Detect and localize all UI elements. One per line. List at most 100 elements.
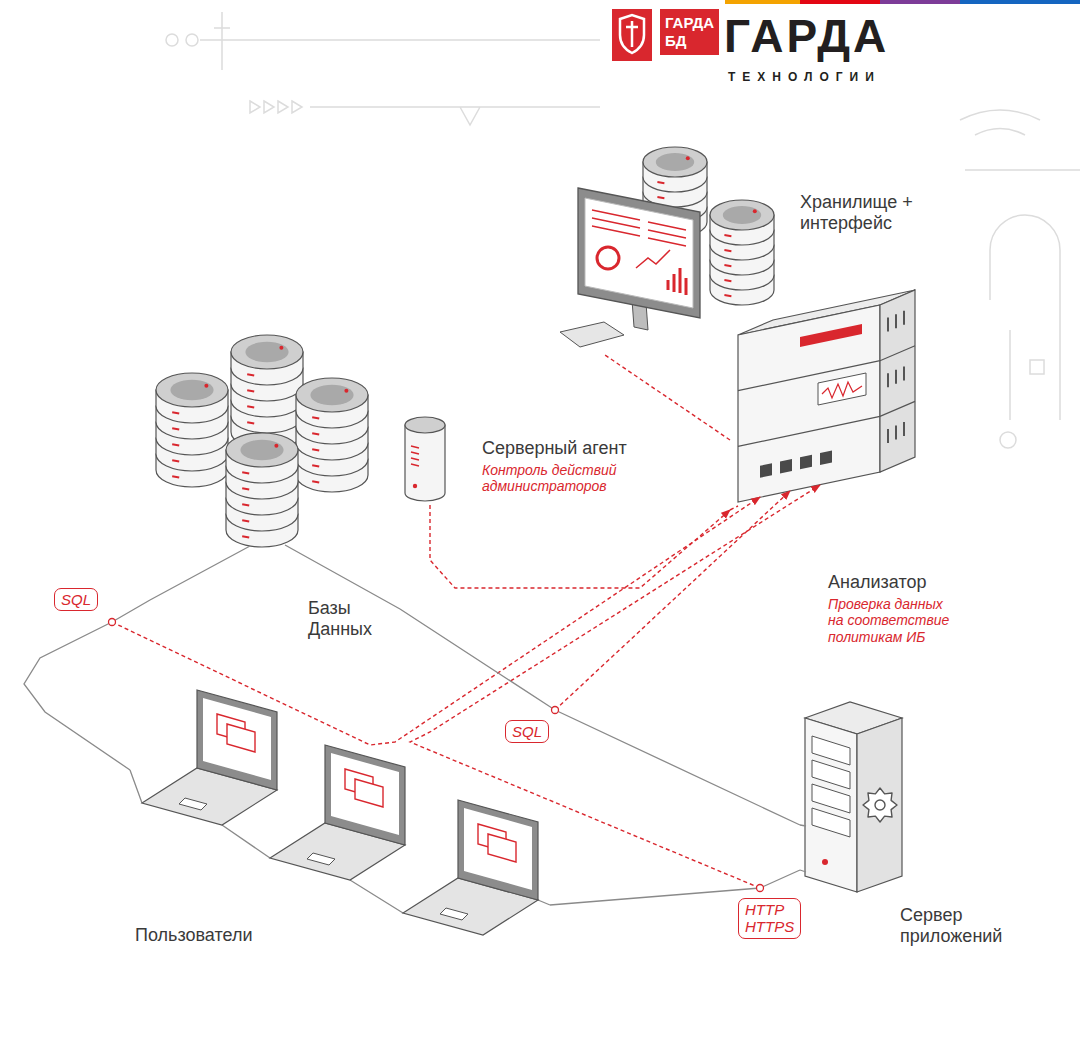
agent-dot [413,484,417,488]
brand-badge: ГАРДА БД [660,9,719,55]
rack-front [738,305,880,502]
tap-point [552,707,559,714]
tower-led [822,859,828,865]
component-block: Серверный агентКонтроль действий админис… [400,410,650,505]
disk-hub [310,385,353,405]
window-icon [488,834,516,862]
decor-line [310,107,600,125]
text-group: Базы Данных [308,598,372,639]
disk-led [247,390,254,391]
disk-top [156,373,228,407]
component-title: Анализатор [828,572,956,593]
rack-vent [895,426,897,440]
network-wire [400,609,800,825]
agent-illustration [405,417,445,501]
disk-led [724,265,731,266]
disk-top [296,378,368,412]
tap-point [757,885,764,892]
disk-top [226,433,298,467]
laptop-screen [464,808,532,890]
component-note: Контроль действий администраторов [482,462,642,496]
laptop-screen [203,698,271,780]
disk-led [724,250,731,251]
disk-hub [170,380,213,400]
agent-top [405,417,445,433]
rack-led-strip [800,324,862,347]
disk-led [172,428,179,429]
decor-square [1030,360,1044,374]
screen-donut [597,247,619,269]
analyzer-illustration [738,290,915,502]
brand-bar [880,0,960,4]
monitoring-link [430,505,730,588]
disk-led [312,481,319,482]
component-block: Сервер приложений [800,695,1010,955]
screen-bars [668,268,686,295]
decor-chevron [264,101,274,113]
text-group: Сервер приложений [900,905,1002,946]
monitor-stub [730,506,738,510]
disk-hub [723,206,761,224]
tower-side [857,718,902,892]
disk-led [312,449,319,450]
disk-led [724,295,731,296]
tower-bay [812,784,850,813]
disk-led [172,460,179,461]
decor-line [200,12,600,70]
text-group: Пользователи [135,925,252,946]
network-wire [24,600,150,770]
decor-chevron [292,101,302,113]
disk-led [724,235,731,236]
tower-bay [812,760,850,789]
monitor-frame [578,188,700,318]
disk-top [643,147,707,177]
protocol-tag: HTTP HTTPS [738,898,801,939]
window-icon [227,724,255,752]
disk-hub [656,153,694,171]
component-title: Хранилище + интерфейс [800,192,940,233]
text-group: Хранилище + интерфейс [800,192,940,233]
tap-point [109,619,116,626]
tower-bay [812,736,850,765]
laptop-pad [179,798,207,810]
text-group: АнализаторПроверка данных на соответстви… [828,572,956,646]
rack-port [760,463,772,478]
disk-led [247,422,254,423]
component-block: Пользователи [130,680,550,955]
disk-led [657,182,664,183]
rack-vent [887,373,889,387]
mirror-line [112,497,760,745]
brand-subtitle: ТЕХНОЛОГИИ [728,70,881,84]
rack-side [880,290,915,472]
brand-name: ГАРДА [724,13,889,59]
disk-led [242,488,249,489]
disk-dot [274,444,278,448]
rack-vent [895,370,897,384]
disk-led [242,520,249,521]
keyboard [560,322,624,347]
app-server-illustration [805,702,902,892]
disk-led [312,433,319,434]
disk-dot [753,209,757,213]
disk-led [312,465,319,466]
agent-body [405,425,445,501]
rack-divider [738,401,915,446]
rack-vent [887,429,889,443]
agent-lines [411,446,419,466]
disk-led [657,197,664,198]
disk-led [242,536,249,537]
decor-chevron [250,101,260,113]
window-icon [355,779,383,807]
laptop-lid [458,800,538,900]
monitoring-link [605,355,730,440]
laptop-pad [307,853,335,865]
protocol-tag: SQL [505,720,549,743]
disk-dot [686,156,690,160]
component-title: Сервер приложений [900,905,1002,946]
disk-led [724,280,731,281]
laptop-screen [331,753,399,835]
